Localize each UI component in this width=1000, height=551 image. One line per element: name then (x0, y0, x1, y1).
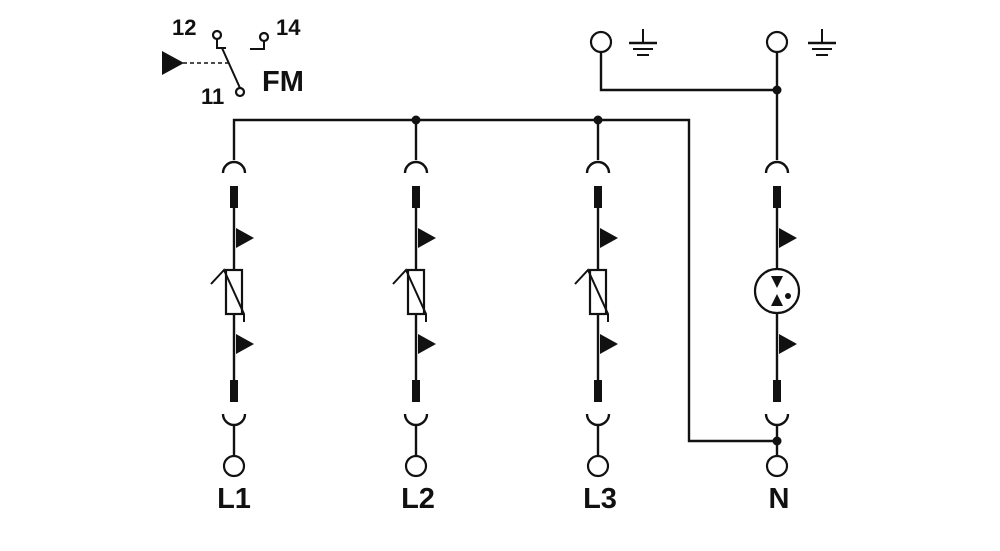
ground-icon (808, 29, 836, 56)
plug-contact-top (594, 186, 602, 208)
thermal-disconnect-icon (418, 334, 436, 354)
terminal-l2 (404, 454, 428, 478)
terminal-label-l2: L2 (401, 483, 435, 515)
contact-terminal-11 (234, 86, 246, 98)
contact-label-14: 14 (276, 15, 301, 40)
terminal-n (765, 454, 789, 478)
bus-junction-l3 (593, 115, 603, 125)
contact-label-12: 12 (172, 15, 196, 40)
plug-socket-bottom (585, 413, 611, 427)
gdt-electrode-top (771, 276, 783, 288)
ground-icon (629, 29, 657, 56)
terminal-label-l1: L1 (217, 483, 251, 515)
contact-label-11: 11 (201, 84, 224, 109)
remote-signal-contact: 12 14 11 FM (162, 15, 304, 109)
plug-contact-bottom (412, 380, 420, 402)
earth-terminal-1 (589, 30, 613, 54)
plug-socket-bottom (403, 413, 429, 427)
plug-socket-top (585, 160, 611, 174)
thermal-disconnect-icon (779, 228, 797, 248)
terminal-l1 (222, 454, 246, 478)
contact-12-lead (216, 39, 226, 49)
earth-terminal-2 (765, 30, 789, 54)
earth-connections (589, 29, 836, 160)
plug-contact-bottom (773, 380, 781, 402)
plug-contact-top (230, 186, 238, 208)
bus-junction-l2 (411, 115, 421, 125)
thermal-disconnect-icon (600, 334, 618, 354)
plug-contact-top (412, 186, 420, 208)
plug-socket-bottom (764, 413, 790, 427)
plug-contact-top (773, 186, 781, 208)
plug-socket-bottom (221, 413, 247, 427)
contact-label-fm: FM (262, 66, 304, 98)
plug-contact-bottom (594, 380, 602, 402)
thermal-disconnect-icon (600, 228, 618, 248)
gdt-gas-dot (785, 293, 791, 299)
earth-bridge-wire (599, 52, 777, 92)
terminal-l3 (586, 454, 610, 478)
varistor-slash (574, 268, 609, 322)
protection-module-l1: L1 (210, 160, 254, 515)
contact-14-lead (250, 41, 265, 50)
terminal-label-n: N (769, 483, 790, 515)
thermal-disconnect-icon (236, 228, 254, 248)
thermal-disconnect-icon (418, 228, 436, 248)
protection-module-l2: L2 (392, 160, 436, 515)
contact-blade (221, 47, 241, 89)
common-bus (232, 115, 782, 446)
plug-contact-bottom (230, 380, 238, 402)
plug-socket-top (221, 160, 247, 174)
plug-socket-top (764, 160, 790, 174)
protection-module-n: N (753, 160, 801, 515)
thermal-disconnect-icon (236, 334, 254, 354)
varistor-slash (210, 268, 245, 322)
terminal-label-l3: L3 (583, 483, 617, 515)
gas-discharge-tube-icon (753, 267, 801, 315)
thermal-disconnect-icon (779, 334, 797, 354)
actuator-arrow-icon (162, 51, 184, 75)
plug-socket-top (403, 160, 429, 174)
earth-junction-dot (772, 85, 782, 95)
gdt-electrode-bottom (771, 294, 783, 306)
contact-terminal-12 (211, 29, 223, 41)
varistor-slash (392, 268, 427, 322)
contact-terminal-14 (258, 31, 270, 43)
common-bus-wire (232, 118, 777, 443)
protection-module-l3: L3 (574, 160, 618, 515)
